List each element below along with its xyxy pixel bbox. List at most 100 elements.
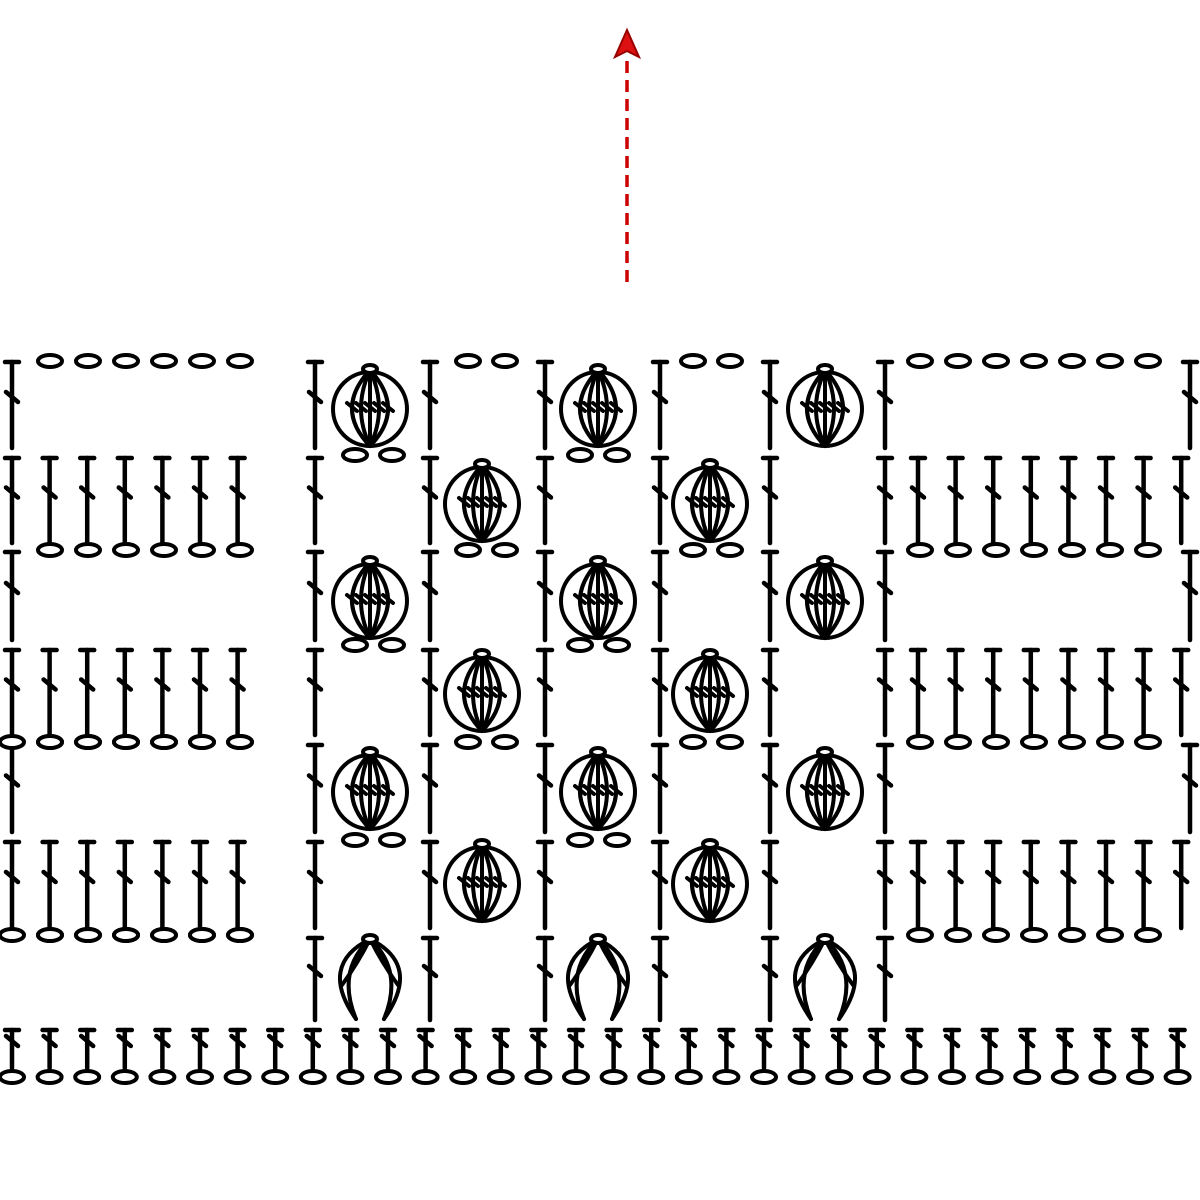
double-crochet-symbol <box>420 742 440 835</box>
direction-arrow <box>612 27 642 282</box>
chain-stitch-symbol <box>449 1069 478 1085</box>
chain-stitch-symbol <box>1096 542 1124 558</box>
double-crochet-symbol <box>2 359 22 451</box>
double-crochet-symbol <box>1180 359 1200 451</box>
chain-stitch-symbol <box>562 1069 590 1085</box>
chain-stitch-symbol <box>74 353 102 369</box>
double-crochet-symbol <box>153 455 172 546</box>
double-crochet-symbol <box>1021 839 1041 931</box>
double-crochet-symbol <box>1059 455 1078 546</box>
double-crochet-symbol <box>1059 839 1078 931</box>
chain-stitch-symbol <box>1020 927 1048 943</box>
chain-stitch-symbol <box>188 542 216 558</box>
double-crochet-symbol <box>650 935 670 1023</box>
chain-stitch-symbol <box>0 1069 26 1085</box>
double-crochet-symbol <box>228 455 247 546</box>
double-crochet-symbol <box>1017 1027 1037 1071</box>
chain-stitch-symbol <box>906 542 934 558</box>
chain-stitch-symbol <box>1058 353 1086 369</box>
double-crochet-symbol <box>650 549 670 643</box>
double-crochet-symbol <box>760 935 780 1023</box>
chain-stitch-symbol <box>982 542 1010 558</box>
chain-stitch-symbol <box>1020 542 1048 558</box>
bobble-stitch-symbol <box>338 933 402 1021</box>
double-crochet-symbol <box>305 549 325 643</box>
bobble-stitch-symbol <box>559 746 637 831</box>
double-crochet-symbol <box>1096 647 1116 738</box>
double-crochet-symbol <box>946 455 965 546</box>
bobble-stitch-symbol <box>786 746 864 831</box>
bobble-stitch-symbol <box>443 648 521 733</box>
double-crochet-symbol <box>760 549 780 643</box>
double-crochet-symbol <box>604 1027 623 1071</box>
double-crochet-symbol <box>153 647 172 738</box>
chain-stitch-symbol <box>35 1069 64 1085</box>
double-crochet-symbol <box>1093 1027 1112 1071</box>
double-crochet-symbol <box>760 647 780 738</box>
chain-stitch-symbol <box>374 1069 402 1085</box>
bobble-stitch-symbol <box>566 933 630 1021</box>
bobble-stitch-symbol <box>786 555 864 640</box>
double-crochet-symbol <box>1134 455 1153 546</box>
bobble-stitch-symbol <box>331 555 409 640</box>
double-crochet-symbol <box>491 1027 511 1071</box>
chain-stitch-symbol <box>906 734 934 750</box>
chain-stitch-symbol <box>188 353 216 369</box>
double-crochet-symbol <box>115 839 135 931</box>
chain-stitch-symbol <box>906 353 934 369</box>
chain-stitch-symbol <box>524 1069 553 1085</box>
chain-stitch-symbol <box>944 734 972 750</box>
chain-stitch-symbol <box>1134 734 1162 750</box>
bobble-stitch-symbol <box>443 458 521 543</box>
chain-stitch-symbol <box>1058 927 1086 943</box>
chain-stitch-symbol <box>226 353 254 369</box>
chain-stitch-symbol <box>36 927 64 943</box>
double-crochet-symbol <box>535 455 555 546</box>
chain-stitch-symbol <box>226 927 254 943</box>
double-crochet-symbol <box>1180 742 1200 835</box>
chain-stitch-symbol <box>716 734 744 750</box>
double-crochet-symbol <box>908 647 928 738</box>
chain-stitch-symbol <box>73 1069 102 1085</box>
chain-stitch-symbol <box>454 542 482 558</box>
double-crochet-symbol <box>420 549 440 643</box>
chain-stitch-symbol <box>0 927 26 943</box>
double-crochet-symbol <box>77 647 97 738</box>
double-crochet-symbol <box>378 1027 398 1071</box>
double-crochet-symbol <box>303 1027 323 1071</box>
double-crochet-symbol <box>650 359 670 451</box>
bobble-stitch-symbol <box>331 363 409 448</box>
double-crochet-symbol <box>40 1027 59 1071</box>
double-crochet-symbol <box>1134 647 1153 738</box>
stitch-grid <box>0 353 1200 1085</box>
double-crochet-symbol <box>829 1027 849 1071</box>
double-crochet-symbol <box>535 647 555 738</box>
chain-stitch-symbol <box>1163 1069 1192 1085</box>
double-crochet-symbol <box>420 935 440 1023</box>
chain-stitch-symbol <box>603 447 631 463</box>
chain-stitch-symbol <box>148 1069 177 1085</box>
double-crochet-symbol <box>305 359 325 451</box>
bobble-stitch-symbol <box>443 838 521 923</box>
double-crochet-symbol <box>153 1027 172 1071</box>
chain-stitch-symbol <box>150 734 178 750</box>
chain-stitch-symbol <box>599 1069 628 1085</box>
double-crochet-symbol <box>1059 647 1078 738</box>
double-crochet-symbol <box>760 455 780 546</box>
double-crochet-symbol <box>641 1027 661 1071</box>
double-crochet-symbol <box>420 647 440 738</box>
chain-stitch-symbol <box>750 1069 778 1085</box>
chain-stitch-symbol <box>1134 542 1162 558</box>
bobble-stitch-symbol <box>671 838 749 923</box>
chain-stitch-symbol <box>36 734 64 750</box>
chain-stitch-symbol <box>36 542 64 558</box>
chain-stitch-symbol <box>825 1069 854 1085</box>
chain-stitch-symbol <box>486 1069 515 1085</box>
bobble-stitch-symbol <box>671 648 749 733</box>
double-crochet-symbol <box>875 839 895 931</box>
double-crochet-symbol <box>265 1027 285 1071</box>
double-crochet-symbol <box>535 935 555 1023</box>
chain-stitch-symbol <box>112 927 140 943</box>
double-crochet-symbol <box>453 1027 473 1071</box>
chain-stitch-symbol <box>112 542 140 558</box>
